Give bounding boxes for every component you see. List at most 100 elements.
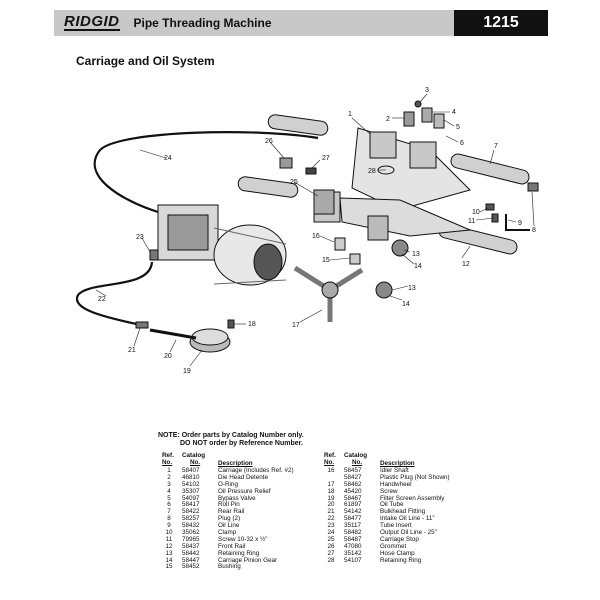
header-ref-r: Ref.No.	[324, 452, 338, 466]
cell-desc: Plastic Plug (Not Shown)	[380, 473, 450, 481]
callout-8: 8	[532, 227, 536, 234]
exploded-parts-diagram: 1 2 3 4 5 6 7 8 9 10 11 12 13 14 15 16 1…	[75, 87, 539, 375]
cell-desc: Hose Clamp	[380, 549, 415, 557]
cell-cat: 58407	[182, 467, 200, 474]
callout-21: 21	[128, 347, 136, 354]
cell-desc: Retaining Ring	[218, 549, 260, 557]
cell-cat: 54142	[344, 508, 362, 516]
callout-16: 16	[312, 233, 320, 240]
cell-ref: 28	[327, 556, 335, 564]
table-row: 27 35142 Hose Clamp	[320, 549, 470, 558]
cell-ref: 24	[327, 529, 335, 537]
cell-desc: Clamp	[218, 529, 237, 537]
cell-cat: 58457	[344, 467, 362, 474]
table-row: 18 45420 Screw	[320, 487, 470, 496]
cell-desc: Oil Line	[218, 522, 240, 530]
rear-rail-7	[450, 153, 530, 185]
cell-cat: 58452	[182, 563, 200, 571]
cell-cat: 58482	[344, 529, 362, 537]
header-ref-r-l1: Ref.	[324, 452, 336, 459]
cell-ref: 8	[167, 515, 171, 523]
callout-20: 20	[164, 353, 172, 360]
order-note-line2: DO NOT order by Reference Number.	[180, 440, 303, 447]
cell-cat: 46810	[182, 473, 200, 481]
cell-ref: 7	[167, 508, 171, 516]
relief-valve-4	[421, 107, 433, 123]
callout-11: 11	[468, 218, 475, 225]
cell-ref: 5	[167, 494, 171, 502]
callout-10: 10	[472, 209, 480, 216]
bulkhead-fitting-21	[135, 321, 149, 329]
grommet-26	[279, 157, 293, 169]
callout-24: 24	[164, 155, 172, 162]
cell-cat: 45420	[344, 487, 362, 495]
table-row: 16 58457 Idler Shaft	[320, 467, 470, 475]
cell-desc: Idler Shaft	[380, 467, 409, 474]
bypass-valve-5	[433, 113, 445, 129]
cell-ref: 2	[167, 473, 171, 481]
cell-desc: Handwheel	[380, 480, 412, 488]
cell-cat: 35142	[344, 549, 362, 557]
cell-ref: 14	[165, 556, 173, 564]
output-oil-line-24	[93, 131, 319, 214]
callout-26: 26	[265, 138, 273, 145]
cell-cat: 58477	[344, 515, 362, 523]
callout-3: 3	[425, 87, 429, 94]
cell-cat: 61897	[344, 501, 362, 509]
cell-desc: Die Head Detente	[218, 473, 269, 481]
callout-1: 1	[348, 111, 352, 118]
cell-cat: 35307	[182, 487, 200, 495]
cell-ref: 9	[167, 522, 171, 530]
callout-13-b: 13	[408, 285, 416, 292]
order-note-line1: NOTE: Order parts by Catalog Number only…	[158, 432, 304, 439]
cell-desc: Roll Pin	[218, 501, 240, 509]
callout-19: 19	[183, 368, 191, 375]
cell-desc: Oil Tube	[380, 501, 404, 509]
cell-ref: 20	[327, 501, 335, 509]
oil-tube-20	[149, 328, 197, 340]
callout-28: 28	[368, 168, 376, 175]
cell-desc: Front Rail	[218, 542, 246, 550]
cell-ref: 11	[165, 535, 173, 543]
cell-cat: 35117	[344, 522, 362, 530]
cell-desc: Screw 10-32 x ½"	[218, 535, 268, 543]
cell-cat: 58442	[182, 549, 200, 557]
section-title: Carriage and Oil System	[76, 54, 215, 68]
cell-ref: 16	[327, 467, 335, 474]
callout-22: 22	[98, 296, 106, 303]
cell-ref: 27	[327, 549, 335, 557]
cell-desc: Tube Insert	[380, 522, 412, 530]
callout-14: 14	[414, 263, 422, 270]
cell-cat: 58462	[344, 480, 362, 488]
bushing-15	[349, 253, 361, 265]
plug-8	[527, 182, 539, 192]
cell-desc: O-Ring	[218, 480, 238, 488]
table-row: 13 58442 Retaining Ring	[158, 549, 313, 558]
tube-insert-23	[149, 249, 159, 261]
order-note: NOTE: Order parts by Catalog Number only…	[158, 432, 304, 448]
cell-desc: Screw	[380, 487, 398, 495]
cell-ref: 13	[165, 549, 173, 557]
cell-ref: 4	[167, 487, 171, 495]
cell-ref: 18	[327, 487, 335, 495]
cell-desc: Plug (2)	[218, 515, 241, 523]
header-title: Pipe Threading Machine	[133, 16, 272, 30]
cell-ref: 15	[165, 563, 173, 571]
header-desc-r: Description	[380, 460, 415, 467]
cell-desc: Retaining Ring	[380, 556, 422, 564]
carriage-1	[351, 127, 471, 211]
header-desc: Description	[218, 460, 253, 467]
